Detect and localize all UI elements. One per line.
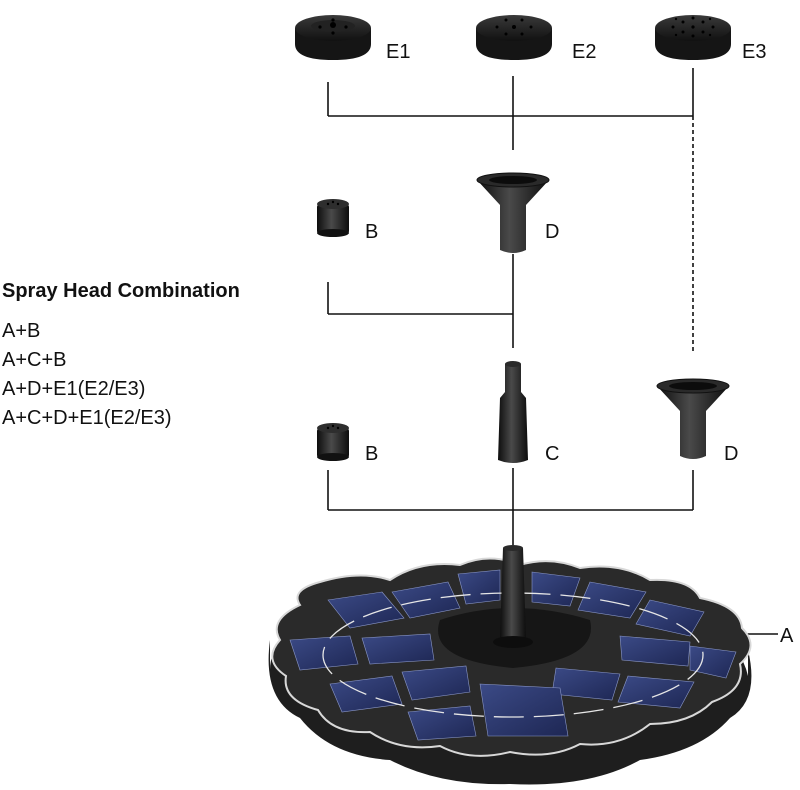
label-a: A	[780, 625, 794, 647]
nozzle-b-lower	[317, 423, 349, 461]
label-d-upper: D	[545, 221, 559, 243]
label-e3: E3	[742, 41, 766, 63]
label-b-lower: B	[365, 443, 378, 465]
funnel-d-lower	[656, 378, 730, 459]
combination-item: A+C+B	[2, 349, 67, 371]
spray-head-e1	[295, 15, 371, 60]
extension-c	[498, 361, 528, 463]
combination-item: A+C+D+E1(E2/E3)	[2, 407, 172, 429]
solar-fountain-base	[268, 545, 752, 785]
spray-head-e3	[655, 15, 731, 60]
label-e1: E1	[386, 41, 410, 63]
combination-title: Spray Head Combination	[2, 280, 240, 302]
label-b-upper: B	[365, 221, 378, 243]
combination-item: A+D+E1(E2/E3)	[2, 378, 146, 400]
funnel-d-upper	[476, 172, 550, 253]
spray-head-e2	[476, 15, 552, 60]
combination-legend: Spray Head Combination A+B A+C+B A+D+E1(…	[2, 280, 240, 433]
label-c: C	[545, 443, 559, 465]
label-d-lower: D	[724, 443, 738, 465]
combination-item: A+B	[2, 320, 41, 342]
label-e2: E2	[572, 41, 596, 63]
connector-lines	[327, 68, 778, 635]
nozzle-b-upper	[317, 199, 349, 237]
